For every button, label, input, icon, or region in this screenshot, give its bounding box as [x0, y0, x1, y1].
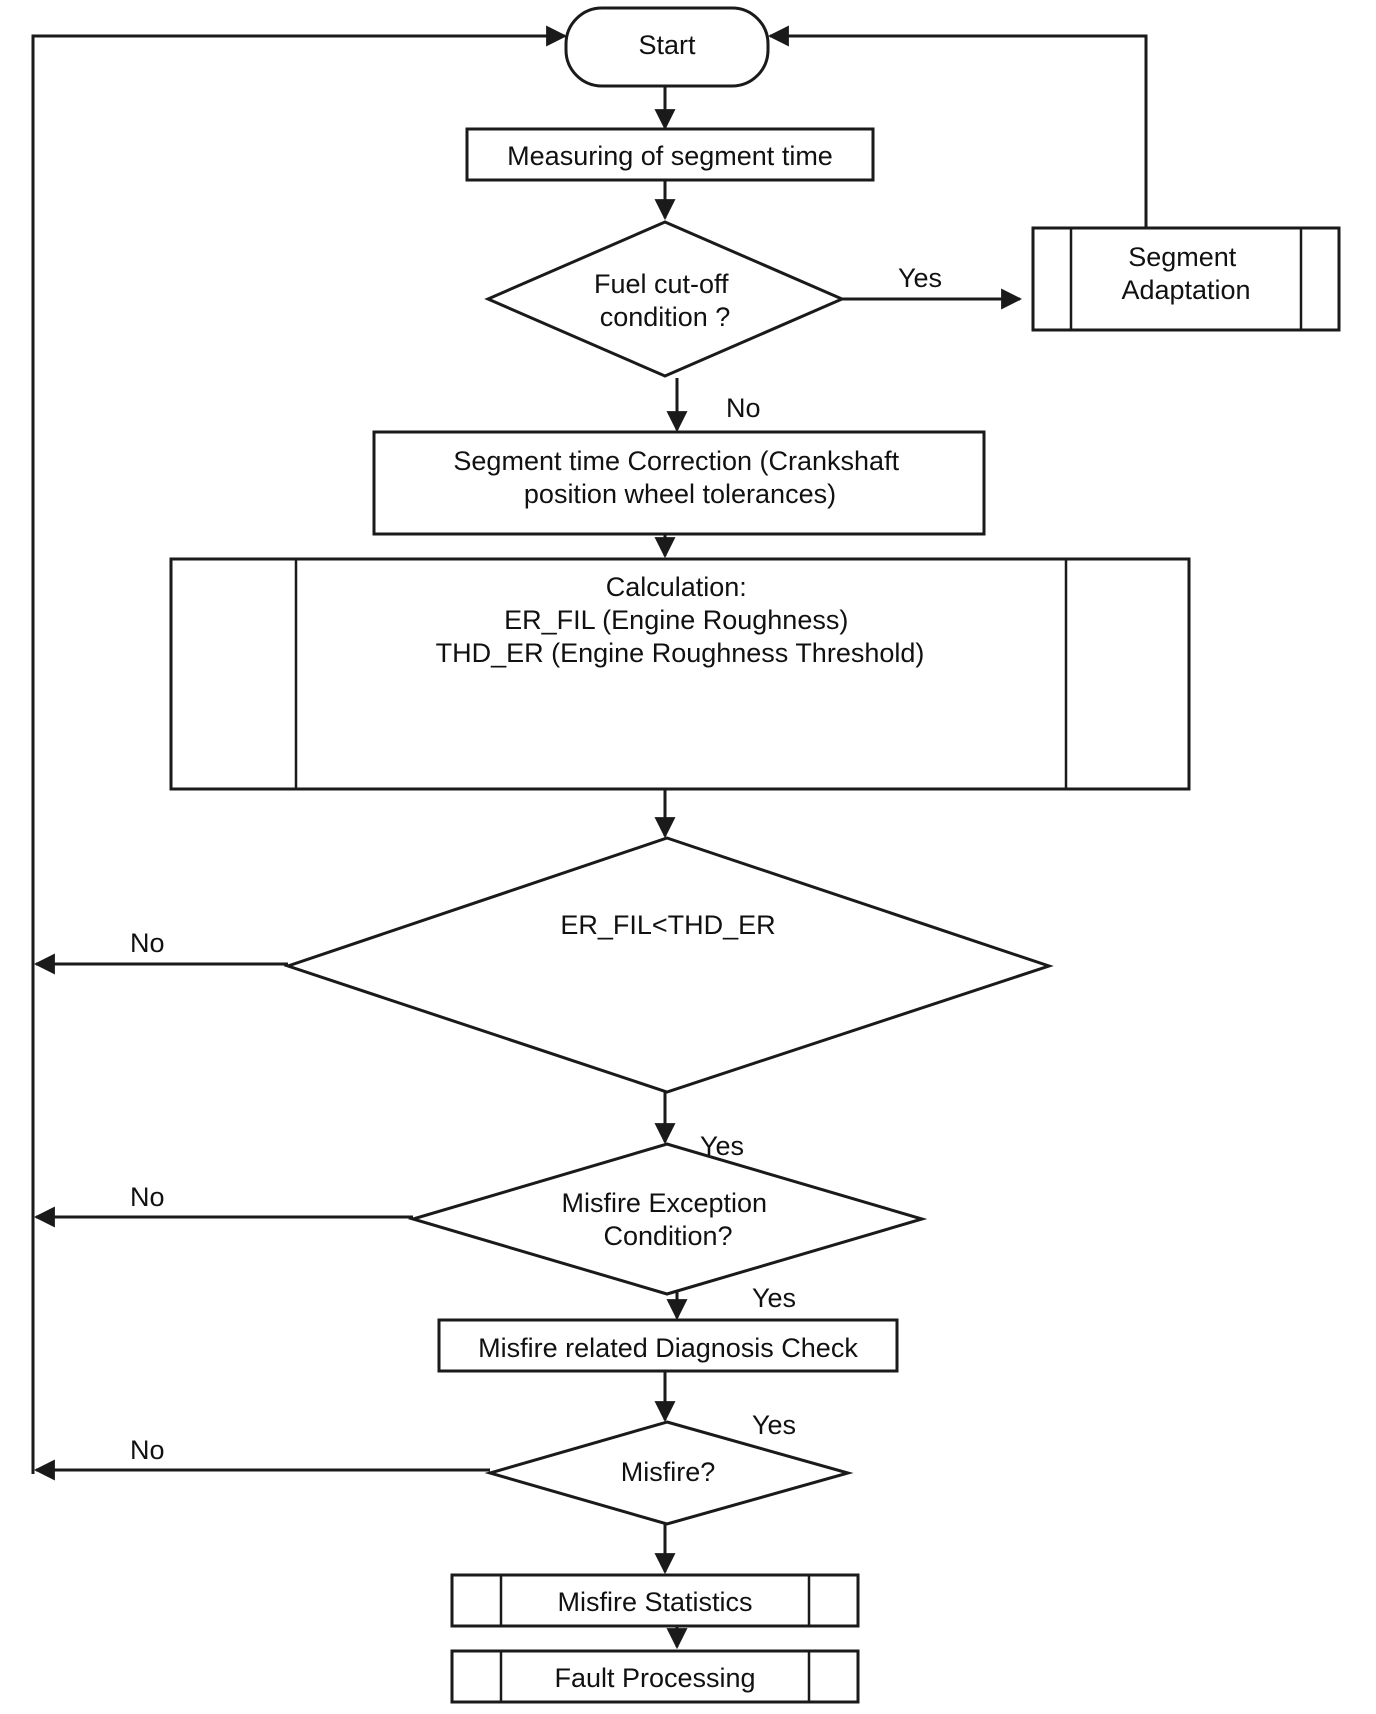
node-correction: Segment time Correction (Crankshaft posi… — [372, 430, 986, 536]
node-fuel-cutoff-line-1: Fuel cut-off — [594, 269, 729, 299]
node-exception-line-2: Condition? — [603, 1221, 732, 1251]
node-fuel-cutoff-decision: Fuel cut-off condition ? — [484, 220, 846, 378]
node-er-compare-text: ER_FIL<THD_ER — [560, 910, 775, 940]
svg-text:Fault Processing: Fault Processing — [554, 1663, 755, 1693]
label-fuel-yes: Yes — [898, 263, 942, 293]
node-er-compare-decision: ER_FIL<THD_ER — [283, 836, 1054, 1094]
svg-text:Start: Start — [638, 30, 696, 60]
svg-text:Segment Adaptation: Segment Adaptation — [1121, 242, 1250, 305]
node-calculation-line-1: Calculation: — [606, 572, 747, 602]
node-exception-line-1: Misfire Exception — [561, 1188, 767, 1218]
node-misfire-decision: Misfire? — [484, 1420, 854, 1526]
label-er-no: No — [130, 928, 165, 958]
edge-labels: Yes No No Yes No Yes No Yes — [130, 263, 942, 1465]
node-calculation: Calculation: ER_FIL (Engine Roughness) T… — [169, 557, 1191, 791]
node-segment-adaptation: Segment Adaptation — [1031, 226, 1341, 332]
node-fault-text: Fault Processing — [554, 1663, 755, 1693]
svg-text:Segment time Correction (Crank: Segment time Correction (Crankshaft posi… — [453, 446, 906, 509]
node-calculation-line-2: ER_FIL (Engine Roughness) — [504, 605, 848, 635]
svg-text:Misfire?: Misfire? — [621, 1457, 716, 1487]
node-diag-check-text: Misfire related Diagnosis Check — [478, 1333, 858, 1363]
node-start: Start — [564, 6, 770, 88]
node-start-text: Start — [638, 30, 696, 60]
svg-text:Measuring of segment time: Measuring of segment time — [507, 141, 833, 171]
node-statistics: Misfire Statistics — [450, 1573, 860, 1628]
label-fuel-no: No — [726, 393, 761, 423]
svg-text:ER_FIL<THD_ER: ER_FIL<THD_ER — [560, 910, 775, 940]
node-correction-line-1: Segment time Correction (Crankshaft — [453, 446, 899, 476]
node-correction-line-2: position wheel tolerances) — [524, 479, 836, 509]
label-er-yes: Yes — [700, 1131, 744, 1161]
node-segment-adaptation-line-2: Adaptation — [1121, 275, 1250, 305]
node-fault: Fault Processing — [450, 1649, 860, 1704]
node-measure: Measuring of segment time — [465, 127, 875, 182]
node-segment-adaptation-line-1: Segment — [1128, 242, 1237, 272]
svg-text:Misfire Statistics: Misfire Statistics — [557, 1587, 752, 1617]
edge-adaptation-to-start — [767, 25, 1148, 228]
label-misfire-yes: Yes — [752, 1410, 796, 1440]
node-calculation-line-3: THD_ER (Engine Roughness Threshold) — [436, 638, 925, 668]
node-statistics-text: Misfire Statistics — [557, 1587, 752, 1617]
node-fuel-cutoff-line-2: condition ? — [600, 302, 731, 332]
label-misfire-no: No — [130, 1435, 165, 1465]
node-diag-check: Misfire related Diagnosis Check — [437, 1318, 899, 1373]
edge-return-bus-to-start — [31, 25, 568, 1474]
node-exception-decision: Misfire Exception Condition? — [407, 1142, 928, 1296]
node-measure-text: Measuring of segment time — [507, 141, 833, 171]
svg-text:Misfire related Diagnosis Chec: Misfire related Diagnosis Check — [478, 1333, 858, 1363]
label-exception-yes: Yes — [752, 1283, 796, 1313]
svg-text:Misfire Exception Condit: Misfire Exception Condition? — [561, 1188, 774, 1251]
svg-text:Calculation: ER_FIL (Eng: Calculation: ER_FIL (Engine Roughness) T… — [436, 572, 925, 668]
svg-text:Fuel cut-off condition ?: Fuel cut-off condition ? — [594, 269, 736, 332]
label-exception-no: No — [130, 1182, 165, 1212]
node-misfire-text: Misfire? — [621, 1457, 716, 1487]
